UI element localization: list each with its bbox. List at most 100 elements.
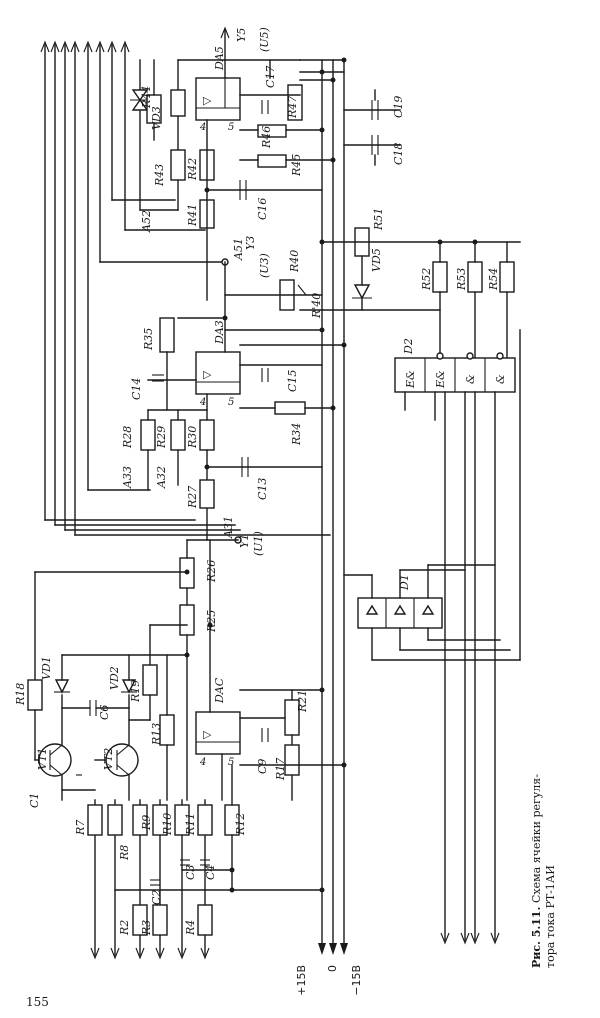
svg-text:(U1): (U1) [252,531,265,556]
svg-text:D1: D1 [398,574,411,591]
svg-text:R42: R42 [186,158,199,181]
svg-text:A31: A31 [222,516,235,539]
opamp-da5-label: DA5 [213,46,226,71]
svg-text:R18: R18 [14,683,27,706]
svg-text:R26: R26 [205,560,218,583]
svg-text:A32: A32 [155,466,168,489]
rail-pos-label: +15В [295,965,308,996]
svg-text:R54: R54 [487,268,500,291]
svg-text:R45: R45 [290,154,303,177]
svg-text:R52: R52 [420,268,433,291]
caption-line2: тора тока РТ-1АИ [544,865,557,968]
svg-text:&: & [464,374,477,384]
svg-text:D2: D2 [402,338,415,355]
opamp-da5-symbol: ▷ [203,94,212,107]
opamp-dac-label: DAC [213,677,226,704]
svg-text:R'40: R'40 [310,293,323,319]
svg-text:C19: C19 [392,96,405,118]
svg-text:A51: A51 [232,238,245,261]
svg-text:R40: R40 [288,250,301,273]
svg-text:R53: R53 [455,268,468,291]
svg-text:R8: R8 [118,845,131,861]
power-rails [318,59,348,955]
svg-text:VT1: VT1 [36,748,49,770]
svg-text:E&: E& [434,370,447,389]
rail-neg-label: −15В [350,965,363,996]
svg-text:R12: R12 [234,813,247,836]
svg-text:R27: R27 [186,486,199,509]
opamp-da3-label: DA3 [213,320,226,345]
svg-text:C4: C4 [204,865,217,880]
svg-text:R44: R44 [140,86,153,109]
svg-text:(U3): (U3) [258,253,271,278]
svg-text:R30: R30 [186,426,199,449]
svg-text:R10: R10 [161,813,174,836]
svg-text:R7: R7 [74,820,87,836]
svg-text:C2: C2 [150,890,163,905]
rail-zero-label: 0 [326,965,339,972]
svg-text:C17: C17 [264,66,277,88]
logic-d2 [394,352,516,945]
svg-text:R35: R35 [142,328,155,351]
svg-text:R46: R46 [260,126,273,149]
svg-text:R43: R43 [153,164,166,187]
svg-text:▷: ▷ [203,368,212,381]
svg-text:R34: R34 [290,423,303,446]
svg-text:5: 5 [228,122,234,133]
caption-line1: Схема ячейки регуля- [530,774,543,903]
svg-text:C3: C3 [184,865,197,880]
svg-text:▷: ▷ [203,728,212,741]
svg-text:C14: C14 [130,378,143,400]
svg-text:R11: R11 [184,813,197,836]
opamp-dac [195,711,241,755]
svg-text:E&: E& [404,370,417,389]
svg-text:R2: R2 [118,920,131,936]
svg-text:R28: R28 [121,426,134,449]
svg-text:Y1: Y1 [238,534,251,548]
svg-text:R9: R9 [140,815,153,831]
svg-text:5: 5 [228,397,234,408]
svg-text:VD1: VD1 [40,656,53,680]
opamp-da3 [195,351,241,395]
svg-text:C13: C13 [256,478,269,500]
svg-text:R4: R4 [184,920,197,936]
svg-text:R17: R17 [274,758,287,781]
svg-text:Y3: Y3 [244,236,257,250]
caption-label: Рис. 5.11. [530,907,543,968]
svg-text:C18: C18 [392,143,405,165]
logic-d1 [343,329,521,661]
svg-text:VT2: VT2 [102,748,115,770]
svg-text:&: & [494,374,507,384]
svg-text:R13: R13 [150,723,163,746]
feedback-lines [40,40,331,536]
svg-text:C9: C9 [256,759,269,774]
svg-text:R29: R29 [155,426,168,449]
svg-text:VD3: VD3 [150,106,163,130]
svg-text:5: 5 [228,757,234,768]
svg-text:4: 4 [199,397,206,408]
svg-text:4: 4 [199,757,206,768]
page-number: 155 [26,995,49,1009]
stage-limits [224,227,521,361]
svg-text:R51: R51 [372,208,385,231]
svg-text:R41: R41 [186,204,199,227]
svg-text:A33: A33 [121,466,134,489]
svg-text:C16: C16 [256,198,269,220]
svg-text:C15: C15 [286,370,299,392]
svg-text:R3: R3 [140,920,153,936]
svg-text:VD2: VD2 [108,666,121,690]
svg-text:R21: R21 [296,690,309,713]
svg-text:R25: R25 [205,610,218,633]
svg-text:VD5: VD5 [370,248,383,272]
svg-text:C1: C1 [28,793,41,808]
svg-text:R47: R47 [286,96,299,119]
svg-text:A52: A52 [140,210,153,233]
output-u5-label: (U5) [258,27,271,52]
stage-dac [27,539,347,936]
svg-text:4: 4 [199,122,206,133]
stage-da3 [140,261,347,541]
figure-caption: Рис. 5.11. Схема ячейки регуля- тора ток… [530,774,557,968]
svg-text:C6: C6 [98,705,111,720]
stage-da5 [130,26,401,301]
